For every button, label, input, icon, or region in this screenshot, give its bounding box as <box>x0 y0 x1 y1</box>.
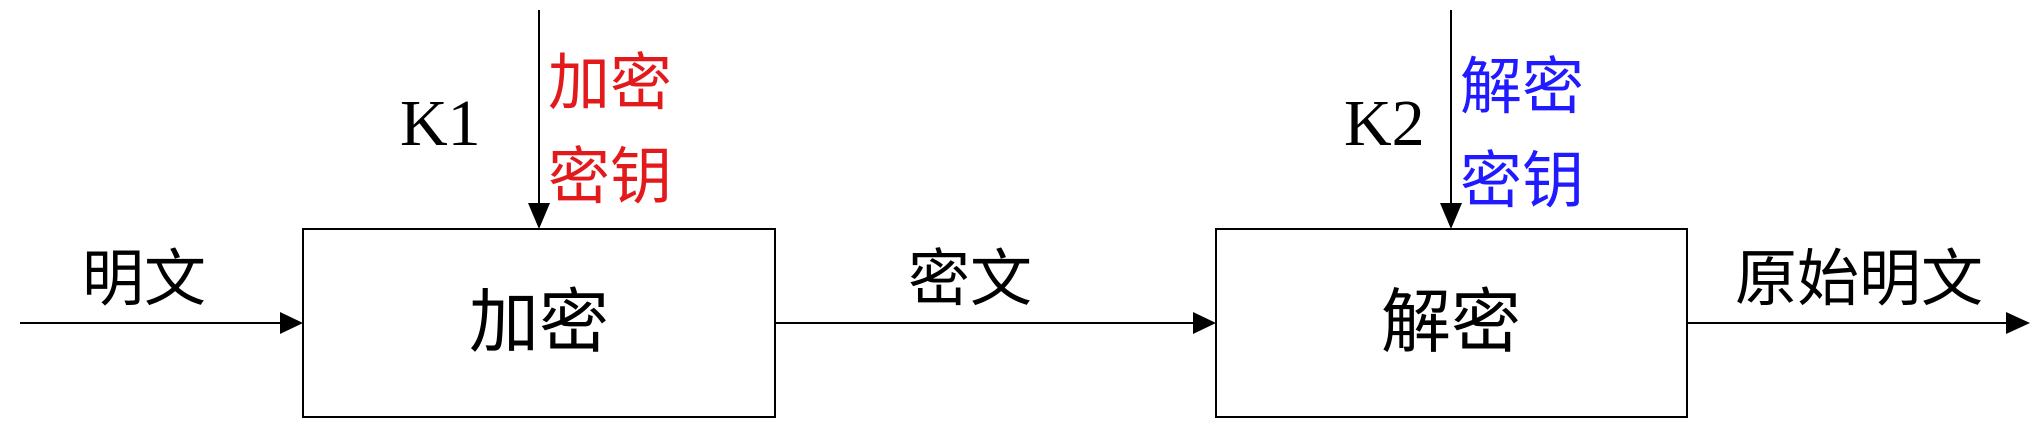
decryption-key-desc-line2: 密钥 <box>1460 144 1584 217</box>
plaintext-label: 明文 <box>82 242 206 315</box>
ciphertext-arrowhead <box>1193 312 1216 334</box>
decryption-key-name: K2 <box>1344 87 1425 160</box>
decryption-key-arrowhead <box>1440 203 1462 229</box>
ciphertext-label: 密文 <box>908 242 1032 315</box>
encryption-key-arrowhead <box>528 203 550 229</box>
decryption-key-desc-line1: 解密 <box>1460 50 1584 123</box>
encryption-key-desc-line2: 密钥 <box>548 140 672 213</box>
original-plaintext-label: 原始明文 <box>1735 242 1983 315</box>
encrypt-box <box>302 228 776 418</box>
encrypt-box-label: 加密 <box>469 281 609 363</box>
decrypt-box <box>1215 228 1688 418</box>
decrypt-box-label: 解密 <box>1381 281 1521 363</box>
encryption-key-name: K1 <box>400 87 481 160</box>
plaintext-arrowhead <box>280 312 303 334</box>
output-arrowhead <box>2006 312 2030 334</box>
encryption-key-desc-line1: 加密 <box>548 46 672 119</box>
